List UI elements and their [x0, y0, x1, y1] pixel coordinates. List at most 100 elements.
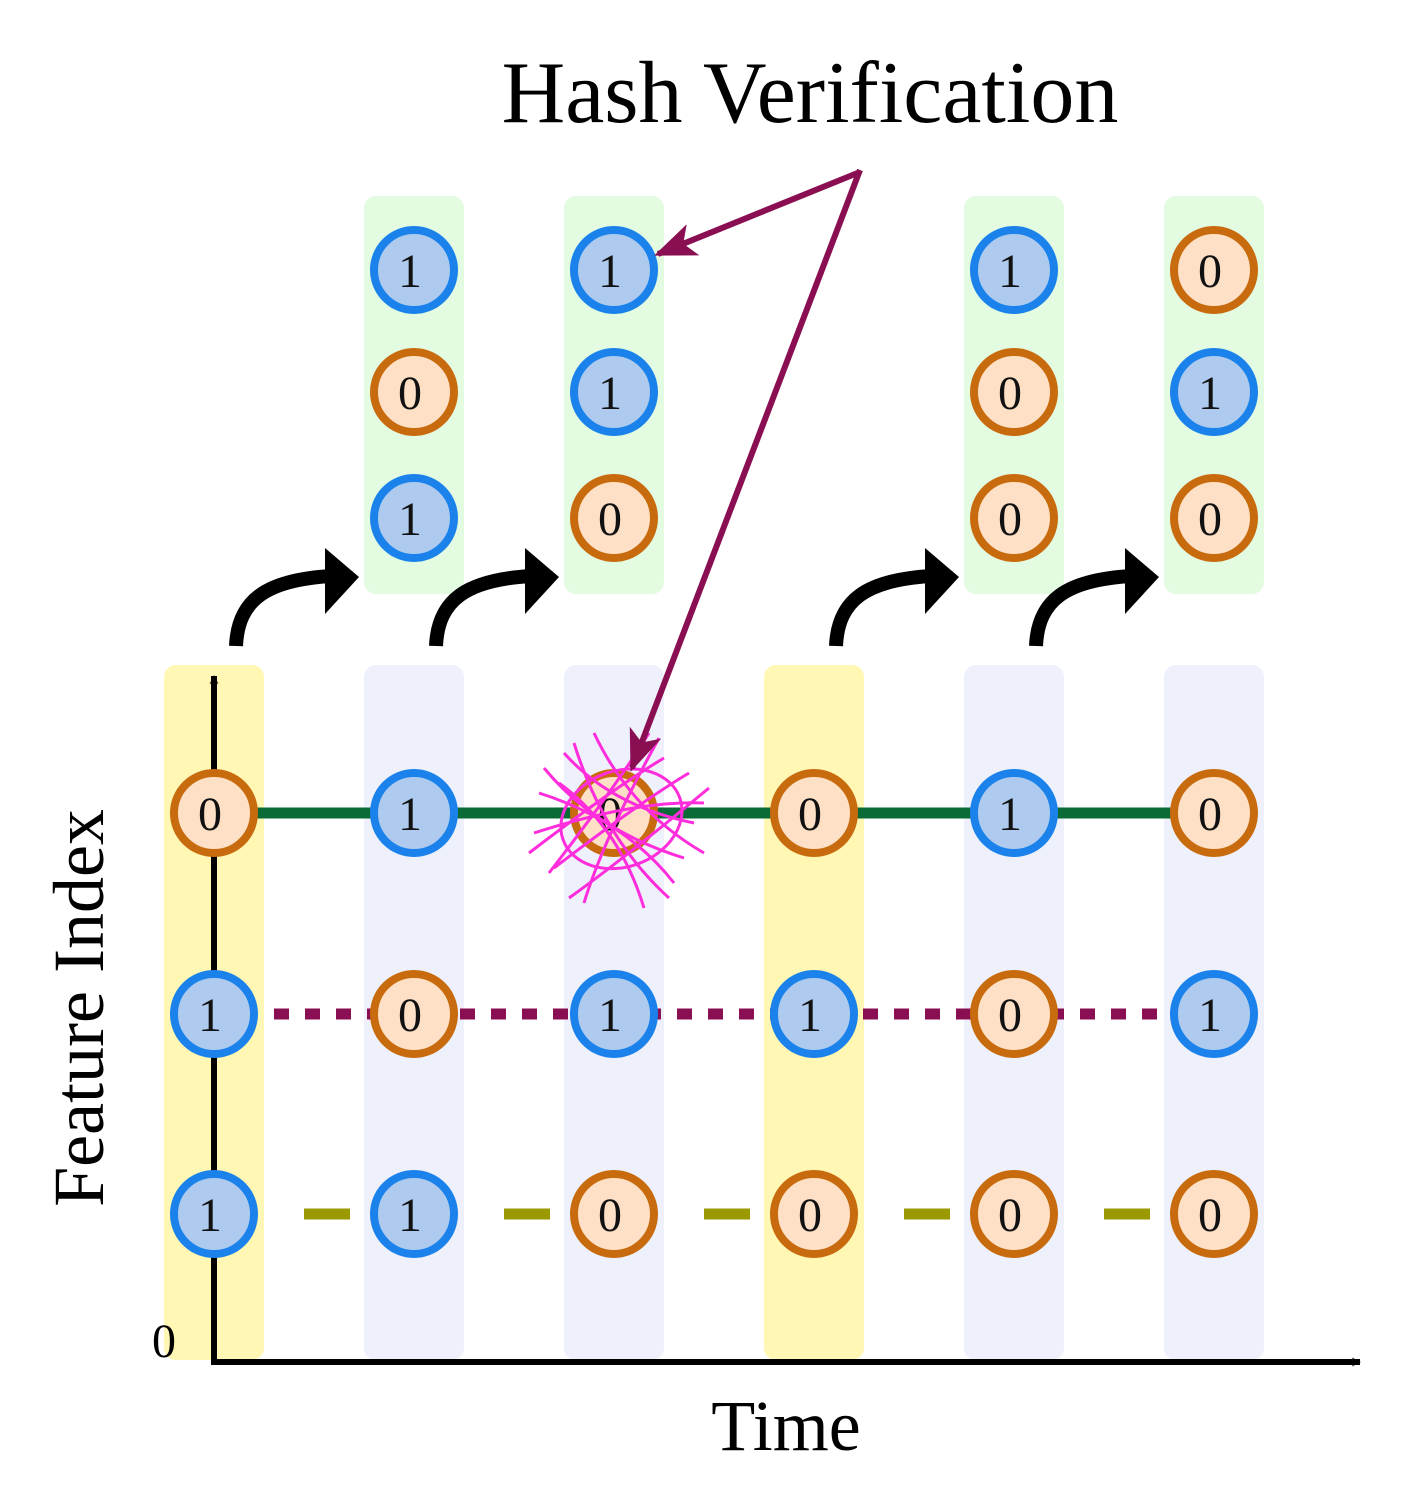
curved-arrow-head — [525, 548, 559, 614]
node-bit-label: 0 — [398, 367, 422, 420]
hash-node-1-1: 1 — [370, 226, 458, 314]
hash-node-4-1: 0 — [1170, 226, 1258, 314]
scribble-stroke — [568, 786, 710, 900]
hash-node-1-3: 1 — [370, 474, 458, 562]
node-bit-label: 0 — [998, 989, 1022, 1042]
node-circle — [970, 226, 1058, 314]
node-t2-f2: 0 — [370, 970, 458, 1058]
node-t5-f1: 1 — [970, 769, 1058, 857]
node-t1-f1: 0 — [170, 769, 258, 857]
node-circle — [770, 769, 858, 857]
verification-arrow-to-tampered-node — [629, 168, 863, 772]
hash-columns — [364, 196, 1264, 594]
node-circle — [170, 1170, 258, 1258]
node-bit-label: 1 — [798, 989, 822, 1042]
curved-arrow-head — [325, 548, 359, 614]
node-circle — [970, 769, 1058, 857]
node-bit-label: 0 — [1198, 788, 1222, 841]
curved-arrow-shaft — [829, 569, 932, 647]
node-bit-label: 0 — [998, 493, 1022, 546]
hash-transform-arrows — [229, 548, 1159, 647]
node-circle — [1170, 226, 1258, 314]
node-bit-label: 1 — [1198, 367, 1222, 420]
node-t4-f2: 1 — [770, 970, 858, 1058]
node-circle — [170, 970, 258, 1058]
node-circle — [770, 1170, 858, 1258]
node-bit-label: 1 — [998, 788, 1022, 841]
node-t5-f2: 0 — [970, 970, 1058, 1058]
node-t4-f1: 0 — [770, 769, 858, 857]
node-bit-label: 0 — [998, 367, 1022, 420]
hash-node-2-2: 1 — [570, 348, 658, 436]
node-bit-label: 0 — [798, 1189, 822, 1242]
hash-node-4-3: 0 — [1170, 474, 1258, 562]
node-circle — [970, 970, 1058, 1058]
curved-arrow-4 — [1029, 548, 1159, 647]
node-circle — [1170, 1170, 1258, 1258]
node-bit-label: 1 — [598, 245, 622, 298]
node-t6-f2: 1 — [1170, 970, 1258, 1058]
node-bit-label: 1 — [198, 1189, 222, 1242]
hash-node-3-1: 1 — [970, 226, 1058, 314]
scribble-stroke — [533, 801, 705, 835]
curved-arrow-shaft — [429, 569, 532, 647]
node-circle — [370, 970, 458, 1058]
node-circle — [1170, 474, 1258, 562]
scribble-stroke — [562, 752, 695, 825]
node-bit-label: 1 — [598, 989, 622, 1042]
node-circle — [1170, 970, 1258, 1058]
node-circle — [570, 226, 658, 314]
node-bit-label: 0 — [598, 1189, 622, 1242]
node-circle — [370, 1170, 458, 1258]
curved-arrow-2 — [429, 548, 559, 647]
origin-label: 0 — [152, 1315, 176, 1368]
node-circle — [370, 226, 458, 314]
node-circle — [570, 1170, 658, 1258]
node-circle — [570, 970, 658, 1058]
node-bit-label: 0 — [998, 1189, 1022, 1242]
scribble-stroke — [592, 732, 705, 855]
scribble-stroke — [538, 791, 676, 884]
node-bit-label: 0 — [398, 989, 422, 1042]
node-t1-f2: 1 — [170, 970, 258, 1058]
curved-arrow-shaft — [1029, 569, 1132, 647]
curved-arrow-3 — [829, 548, 959, 647]
node-circle — [770, 970, 858, 1058]
node-bit-label: 0 — [1198, 1189, 1222, 1242]
node-t3-f2: 1 — [570, 970, 658, 1058]
hash-node-2-1: 1 — [570, 226, 658, 314]
node-bit-label: 0 — [1198, 493, 1222, 546]
node-circle — [1170, 769, 1258, 857]
node-t6-f1: 0 — [1170, 769, 1258, 857]
node-circle — [370, 474, 458, 562]
curved-arrow-head — [925, 548, 959, 614]
node-t3-f3: 0 — [570, 1170, 658, 1258]
node-bit-label: 1 — [398, 493, 422, 546]
node-t5-f3: 0 — [970, 1170, 1058, 1258]
node-t2-f3: 1 — [370, 1170, 458, 1258]
tamper-scribble — [528, 732, 710, 909]
node-circle — [170, 769, 258, 857]
hash-node-4-2: 1 — [1170, 348, 1258, 436]
scribble-loop — [559, 767, 684, 871]
node-t1-f3: 1 — [170, 1170, 258, 1258]
node-bit-label: 1 — [198, 989, 222, 1042]
node-circle — [970, 1170, 1058, 1258]
node-bit-label: 1 — [998, 245, 1022, 298]
y-axis-label: Feature Index — [39, 809, 119, 1207]
verification-arrow-to-hash — [654, 169, 862, 257]
node-bit-label: 0 — [1198, 245, 1222, 298]
node-bit-label: 1 — [598, 367, 622, 420]
node-circle — [570, 348, 658, 436]
node-circle — [970, 348, 1058, 436]
hash-node-3-2: 0 — [970, 348, 1058, 436]
node-circle — [970, 474, 1058, 562]
node-bit-label: 1 — [398, 245, 422, 298]
node-bit-label: 0 — [798, 788, 822, 841]
hash-node-3-3: 0 — [970, 474, 1058, 562]
node-t2-f1: 1 — [370, 769, 458, 857]
diagram-title: Hash Verification — [502, 45, 1119, 142]
curved-arrow-shaft — [229, 569, 332, 647]
verification-arrows — [629, 168, 863, 772]
